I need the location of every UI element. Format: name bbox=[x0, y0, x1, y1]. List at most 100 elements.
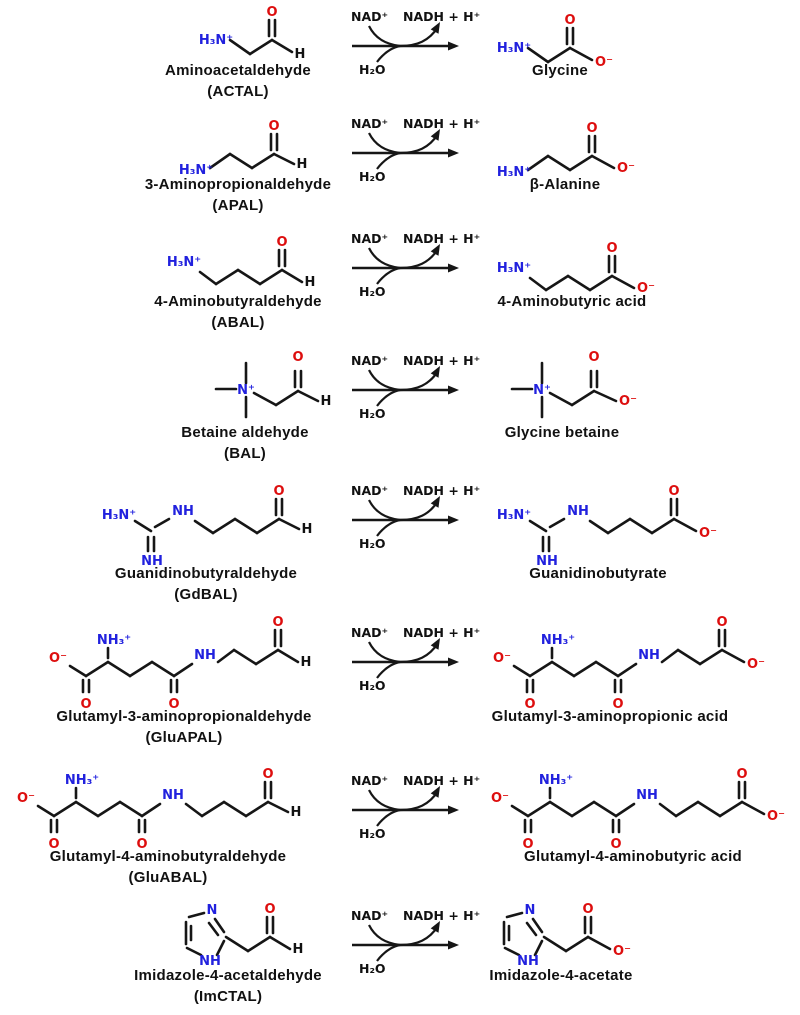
substrate-structure-row4: N⁺OH bbox=[214, 350, 332, 419]
water-label: H₂O bbox=[359, 284, 386, 299]
atom-label: H bbox=[297, 157, 308, 172]
cofactor-label: NAD⁺ bbox=[351, 231, 388, 246]
atom-label: O⁻ bbox=[699, 526, 717, 541]
substrate-structure-row3: H₃N⁺OH bbox=[167, 235, 316, 290]
atom-label: O⁻ bbox=[637, 281, 655, 296]
cofactor-label: NAD⁺ bbox=[351, 908, 388, 923]
bond-line bbox=[505, 911, 524, 919]
bond-line bbox=[244, 800, 270, 818]
bond-line bbox=[172, 662, 194, 678]
atom-label: N bbox=[525, 903, 536, 918]
cofactor-curve bbox=[368, 247, 401, 270]
atom-label: NH bbox=[517, 954, 539, 969]
bond-line bbox=[650, 517, 676, 535]
atom-label: NH bbox=[567, 504, 589, 519]
atom-label: NH₃⁺ bbox=[97, 633, 131, 648]
bond-line bbox=[546, 46, 572, 64]
bond-line bbox=[208, 152, 232, 170]
atom-label: O bbox=[582, 902, 593, 917]
bond-line bbox=[133, 519, 153, 533]
cofactor-curve bbox=[368, 789, 401, 812]
cofactor-label: NAD⁺ bbox=[351, 9, 388, 24]
product-name: Glutamyl-3-aminopropionic acid bbox=[491, 708, 729, 725]
substrate-name: Betaine aldehyde bbox=[181, 424, 309, 441]
cofactor-curve bbox=[368, 924, 401, 947]
bond-line bbox=[207, 921, 220, 937]
main-arrow-head bbox=[448, 41, 459, 51]
bond-line bbox=[228, 38, 252, 56]
water-curve bbox=[376, 44, 401, 63]
main-arrow-head bbox=[448, 805, 459, 815]
bond-line bbox=[185, 946, 203, 957]
atom-label: O bbox=[273, 484, 284, 499]
bond-line bbox=[548, 800, 574, 818]
cofactor-arrow-head bbox=[430, 366, 440, 378]
bond-line bbox=[628, 517, 654, 535]
atom-label: NH bbox=[638, 648, 660, 663]
bond-line bbox=[198, 270, 218, 286]
atom-label: O bbox=[264, 902, 275, 917]
reaction-arrow-row7: NAD⁺NADH + H⁺H₂O bbox=[351, 773, 480, 841]
bond-line bbox=[274, 389, 300, 407]
product-name: 4-Aminobutyric acid bbox=[497, 293, 647, 310]
cofactor-label: NAD⁺ bbox=[351, 773, 388, 788]
bond-line bbox=[68, 664, 88, 678]
atom-label: NH bbox=[162, 788, 184, 803]
cofactor-curve bbox=[368, 132, 401, 155]
water-curve bbox=[376, 266, 401, 285]
reaction-arrow-row1: NAD⁺NADH + H⁺H₂O bbox=[351, 9, 480, 77]
product-name: Guanidinobutyrate bbox=[529, 565, 667, 582]
bond-line bbox=[672, 517, 698, 533]
substrate-abbreviation: (ImCTAL) bbox=[193, 988, 263, 1005]
water-label: H₂O bbox=[359, 826, 386, 841]
bond-line bbox=[526, 46, 550, 64]
substrate-abbreviation: (GdBAL) bbox=[174, 586, 238, 603]
atom-label: H₃N⁺ bbox=[167, 255, 201, 270]
bond-line bbox=[658, 802, 678, 818]
water-label: H₂O bbox=[359, 536, 386, 551]
bond-line bbox=[528, 660, 554, 678]
reaction-arrow-row6: NAD⁺NADH + H⁺H₂O bbox=[351, 625, 480, 693]
atom-label: O bbox=[272, 615, 283, 630]
substrate-name: Glutamyl-3-aminopropionaldehyde bbox=[56, 708, 312, 725]
bond-line bbox=[698, 648, 724, 666]
product-name: Glycine betaine bbox=[504, 424, 620, 441]
atom-label: N⁺ bbox=[237, 383, 255, 398]
bond-line bbox=[200, 800, 226, 818]
bond-line bbox=[250, 152, 276, 170]
bond-line bbox=[184, 802, 204, 818]
product-name: β-Alanine bbox=[529, 176, 601, 193]
atom-label: H bbox=[321, 394, 332, 409]
bond-line bbox=[720, 648, 746, 664]
atom-label: O bbox=[524, 697, 535, 712]
bond-line bbox=[676, 648, 702, 666]
substrate-name: 4-Aminobutyraldehyde bbox=[154, 293, 322, 310]
bond-line bbox=[213, 917, 226, 934]
atom-label: H₃N⁺ bbox=[497, 261, 531, 276]
cofactor-reduced-label: NADH + H⁺ bbox=[403, 9, 480, 24]
atom-label: O bbox=[522, 837, 533, 852]
main-arrow-head bbox=[448, 515, 459, 525]
bond-line bbox=[74, 800, 100, 818]
atom-label: H₃N⁺ bbox=[497, 41, 531, 56]
bond-line bbox=[568, 154, 594, 172]
bond-line bbox=[268, 935, 292, 951]
bond-line bbox=[150, 660, 176, 678]
bond-line bbox=[254, 648, 280, 666]
bond-line bbox=[592, 800, 618, 818]
bond-line bbox=[568, 46, 594, 62]
bond-line bbox=[614, 802, 636, 818]
bond-line bbox=[590, 154, 616, 170]
bond-line bbox=[616, 662, 638, 678]
atom-label: NH bbox=[172, 504, 194, 519]
atom-label: H₃N⁺ bbox=[497, 508, 531, 523]
atom-label: NH₃⁺ bbox=[539, 773, 573, 788]
atom-label: NH bbox=[194, 648, 216, 663]
atom-label: O bbox=[668, 484, 679, 499]
bond-line bbox=[224, 935, 250, 953]
cofactor-arrow-head bbox=[430, 129, 440, 141]
bond-line bbox=[570, 389, 596, 407]
reaction-arrow-row3: NAD⁺NADH + H⁺H₂O bbox=[351, 231, 480, 299]
